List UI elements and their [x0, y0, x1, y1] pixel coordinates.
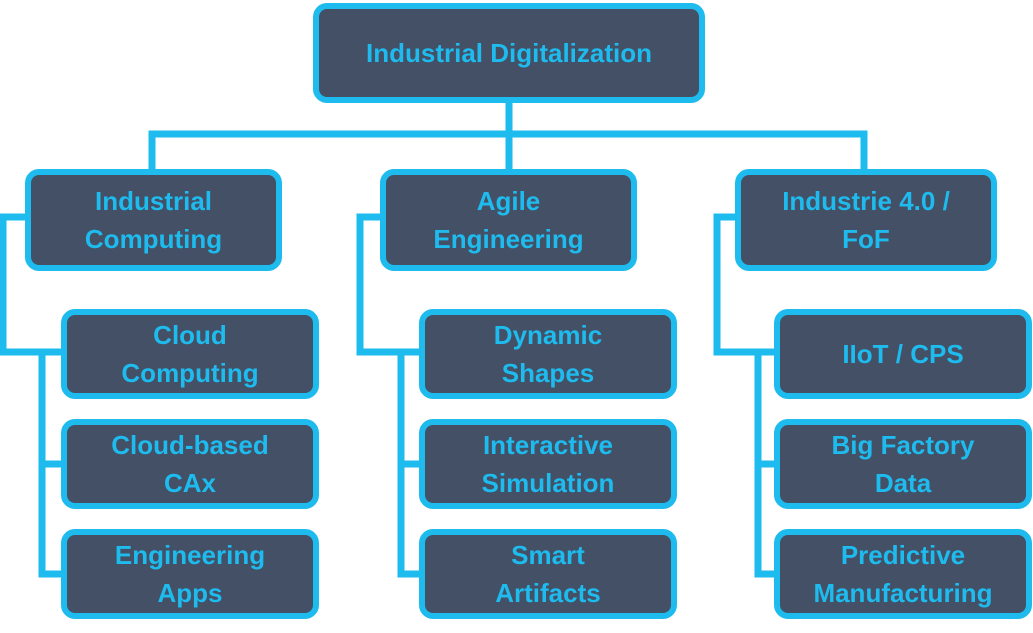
node-line: CAx	[163, 468, 216, 498]
connector-branch-3-elbow	[713, 213, 783, 356]
node-line: Predictive	[840, 540, 966, 570]
node-line: Cloud-based	[111, 430, 269, 460]
leaf-node-smart-artifacts: Smart Artifacts	[419, 529, 677, 619]
leaf-node-engineering-apps: Engineering Apps	[61, 529, 319, 619]
branch-node-industrial-computing: Industrial Computing	[25, 169, 282, 271]
leaf-node-cloud-based-cax: Cloud-based CAx	[61, 419, 319, 509]
node-line: Engineering	[433, 224, 584, 254]
leaf-node-dynamic-shapes: Dynamic Shapes	[419, 309, 677, 399]
leaf-node-interactive-simulation: Interactive Simulation	[419, 419, 677, 509]
node-line: Smart	[511, 540, 585, 570]
node-line: FoF	[842, 224, 890, 254]
node-line: Industrie 4.0 /	[782, 186, 950, 216]
node-line: Shapes	[501, 358, 595, 388]
node-line: Computing	[121, 358, 259, 388]
leaf-node-cloud-computing: Cloud Computing	[61, 309, 319, 399]
connector-branch-2-elbow	[356, 213, 428, 356]
node-line: Cloud	[153, 320, 227, 350]
node-line: IIoT / CPS	[842, 339, 964, 369]
branch-node-industrie-4-fof: Industrie 4.0 / FoF	[735, 169, 997, 271]
node-line: Engineering	[114, 540, 266, 570]
root-node: Industrial Digitalization	[313, 3, 705, 103]
node-line: Computing	[84, 224, 223, 254]
leaf-node-big-factory-data: Big Factory Data	[774, 419, 1032, 509]
node-line: Simulation	[481, 468, 615, 498]
node-line: Interactive	[482, 430, 614, 460]
connector-branch-1-elbow	[0, 213, 70, 356]
node-line: Agile	[476, 186, 541, 216]
node-line: Industrial	[94, 186, 212, 216]
branch-node-agile-engineering: Agile Engineering	[380, 169, 637, 271]
node-line: Dynamic	[493, 320, 603, 350]
leaf-node-predictive-manufacturing: Predictive Manufacturing	[774, 529, 1032, 619]
node-line: Industrial Digitalization	[365, 38, 652, 68]
node-line: Artifacts	[495, 578, 601, 608]
node-line: Data	[874, 468, 932, 498]
leaf-node-iiot-cps: IIoT / CPS	[774, 309, 1032, 399]
node-line: Apps	[157, 578, 223, 608]
node-line: Big Factory	[831, 430, 975, 460]
node-line: Manufacturing	[813, 578, 993, 608]
